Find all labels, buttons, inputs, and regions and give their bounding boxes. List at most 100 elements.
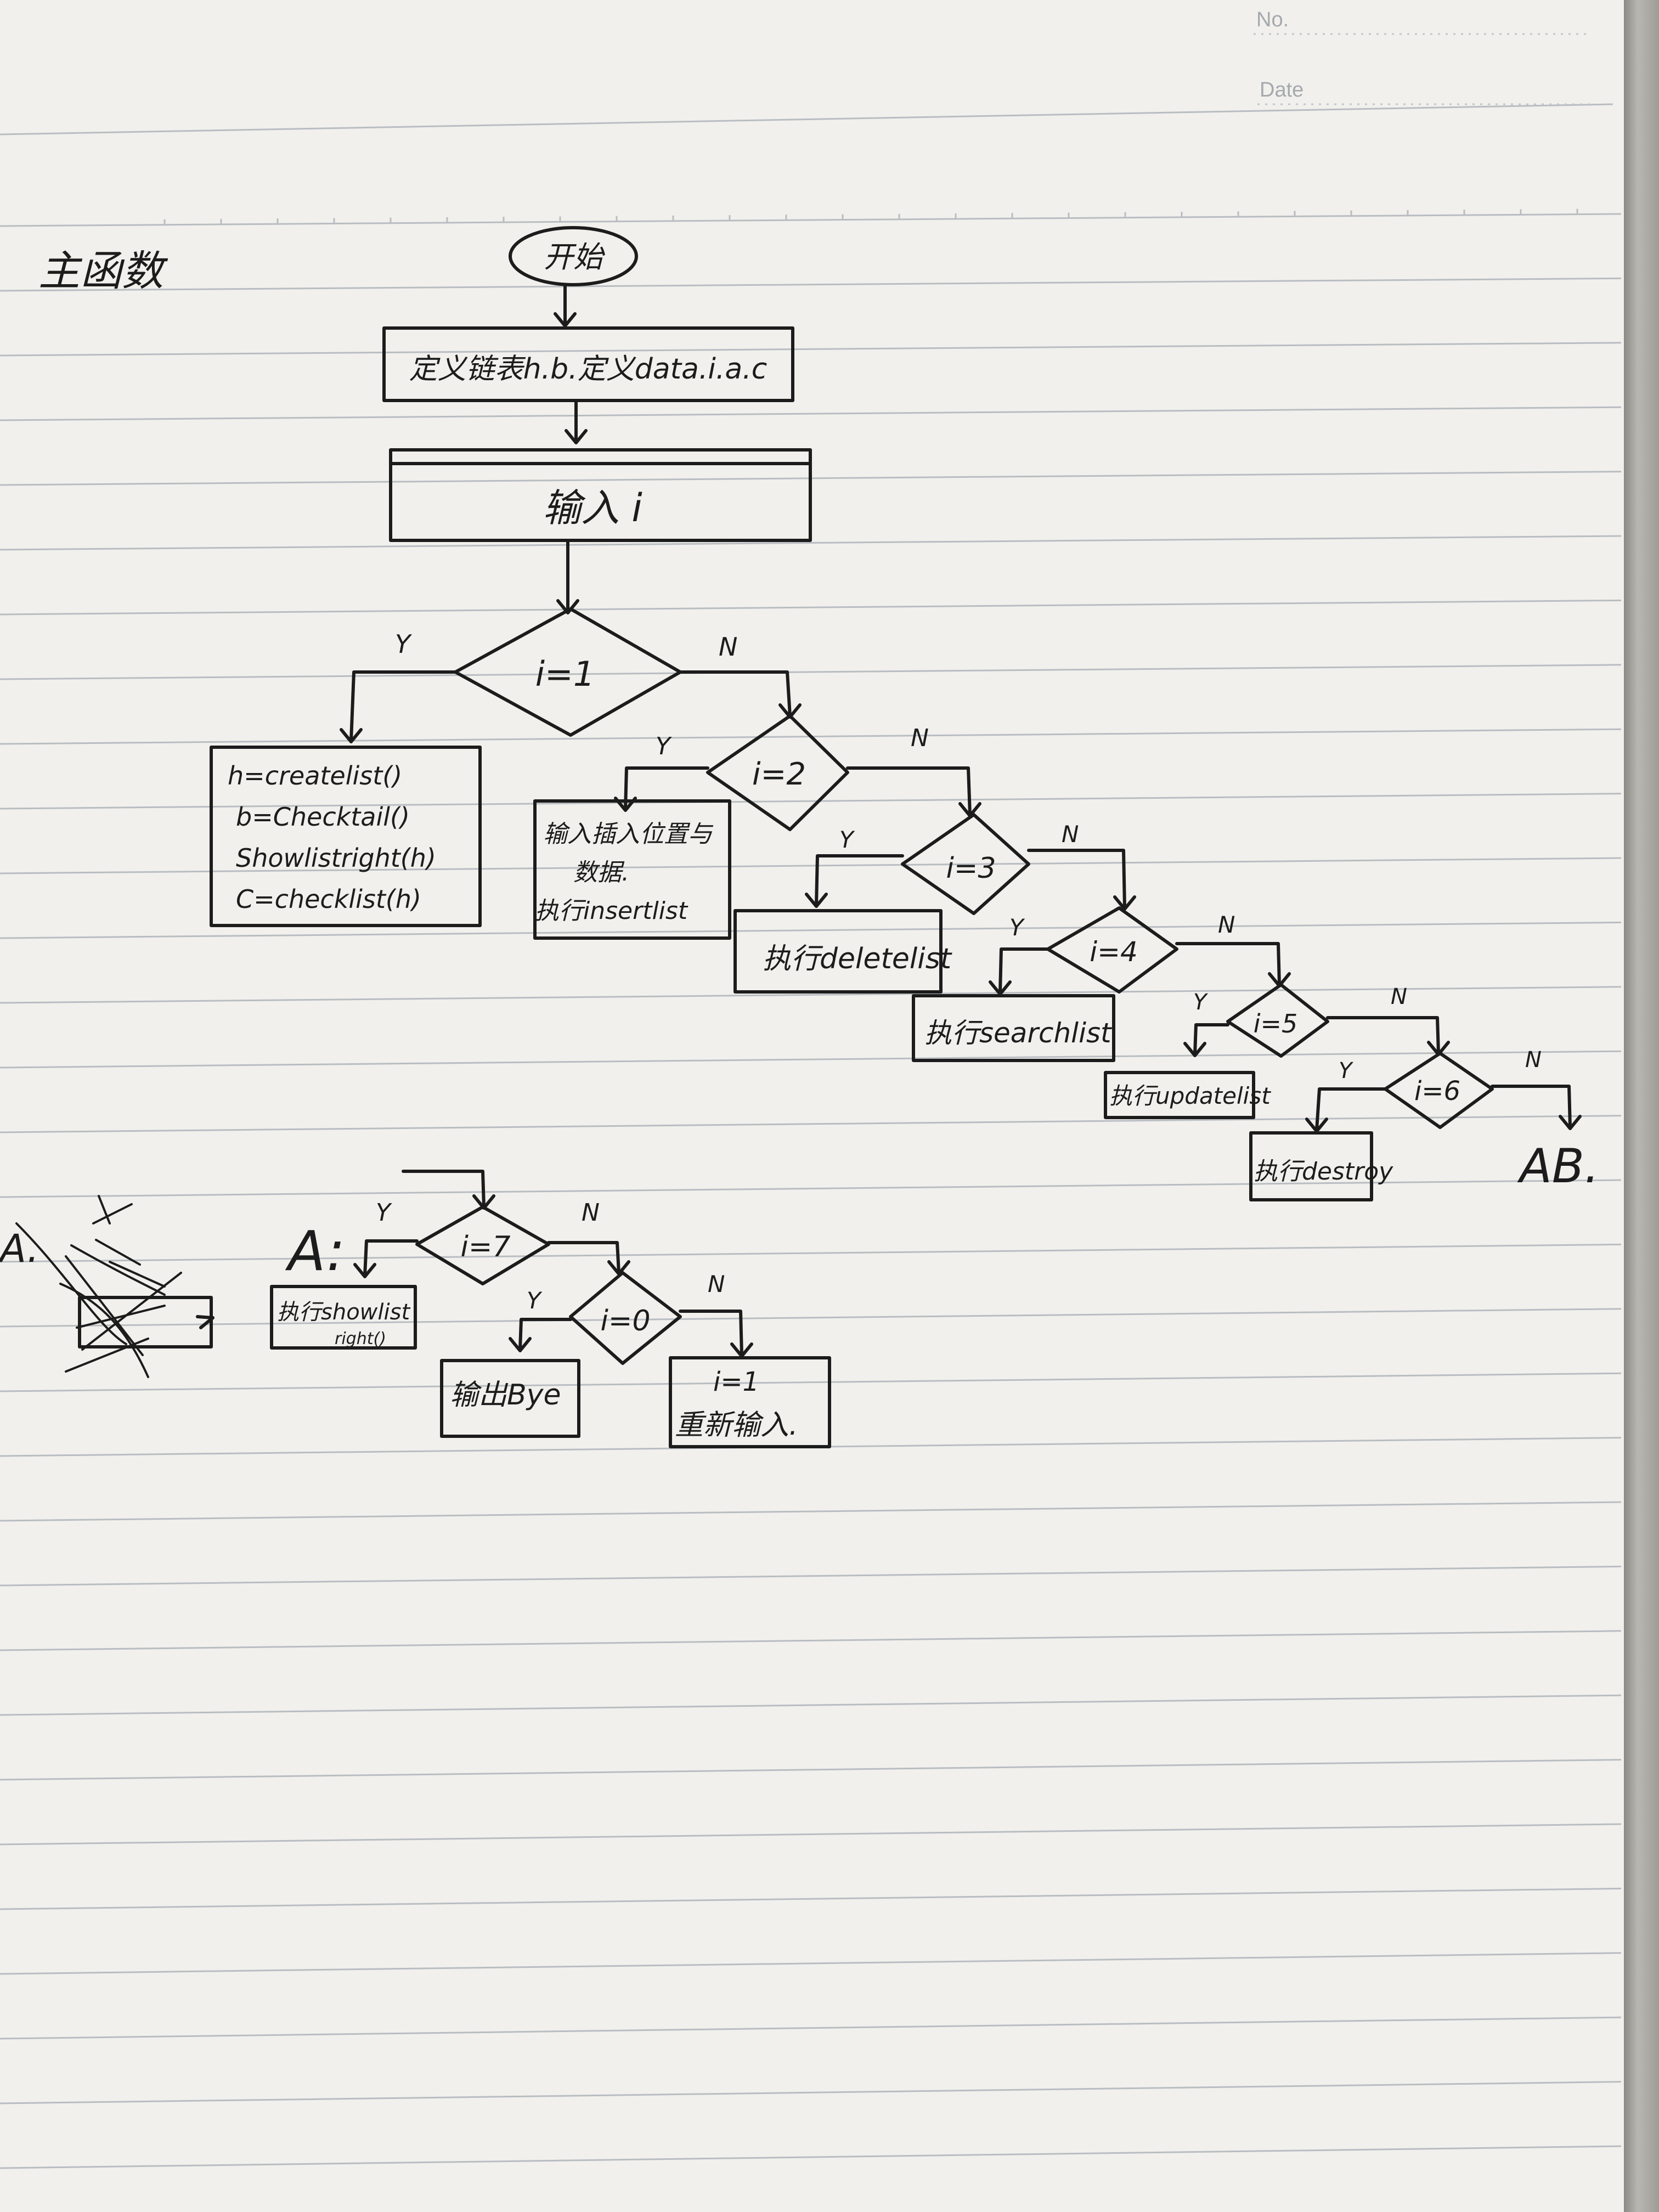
- box-bye: [440, 1359, 580, 1438]
- arrow-d5-no: [1326, 1016, 1440, 1055]
- box-insert: [533, 799, 731, 940]
- start-oval: [509, 226, 638, 286]
- d7-yes: Y: [376, 1199, 392, 1227]
- arrow-d1-no: [679, 670, 792, 718]
- ruled-line: [0, 342, 1622, 357]
- arrow-d1-yes: [349, 670, 457, 742]
- ruled-line: [0, 277, 1622, 292]
- decision-i7: [415, 1205, 550, 1285]
- d1-no: N: [719, 632, 737, 662]
- a-label: A:: [285, 1219, 345, 1283]
- decision-i1: [454, 607, 682, 737]
- d5-label: i=5: [1254, 1009, 1298, 1039]
- no-label: No.: [1256, 8, 1289, 31]
- b7-line2: right(): [335, 1329, 386, 1348]
- arrowhead: [509, 1337, 532, 1352]
- ruled-lines: [0, 103, 1622, 2169]
- arrowhead: [565, 429, 588, 444]
- ruled-line: [0, 1952, 1622, 1975]
- decision-i4: [1046, 906, 1178, 994]
- d1-yes: Y: [395, 629, 413, 659]
- box-showlist: [270, 1285, 417, 1350]
- input-label: 输入 i: [543, 486, 642, 531]
- ruled-line: [0, 1179, 1622, 1198]
- d2-yes: Y: [656, 732, 672, 760]
- ruled-line: [0, 793, 1622, 810]
- d3-yes: Y: [839, 826, 855, 853]
- re-line1: i=1: [713, 1367, 759, 1397]
- box-destroy: [1249, 1131, 1373, 1201]
- bye-label: 输出Bye: [450, 1379, 561, 1412]
- d3-no: N: [1062, 821, 1079, 848]
- b3-label: 执行deletelist: [763, 943, 952, 975]
- decision-i6: [1384, 1052, 1494, 1129]
- ruled-line: [0, 2081, 1622, 2104]
- d6-no: N: [1525, 1047, 1542, 1073]
- arrowhead: [1113, 895, 1136, 911]
- arrow-d2-no: [846, 766, 972, 816]
- input-box: [389, 448, 812, 542]
- ruled-line: [0, 1630, 1622, 1651]
- b1-line2: b=Checktail(): [236, 802, 410, 832]
- ruled-line: [0, 1887, 1622, 1910]
- b1-line3: Showlistright(h): [236, 843, 436, 873]
- d1-label: i=1: [535, 654, 595, 694]
- ruled-line: [0, 103, 1613, 136]
- decision-i5: [1226, 983, 1329, 1058]
- arrowhead: [556, 599, 579, 614]
- decision-i2: [706, 714, 849, 831]
- d6-label: i=6: [1414, 1076, 1460, 1107]
- ruled-line: [0, 1759, 1622, 1781]
- b7-line1: 执行showlist: [277, 1300, 410, 1325]
- start-label: 开始: [544, 240, 605, 274]
- declare-box: [382, 326, 794, 402]
- arrow-d3-no: [1027, 849, 1126, 910]
- ruled-line: [0, 1243, 1622, 1263]
- ruled-line: [0, 1565, 1622, 1587]
- d7-label: i=7: [460, 1231, 510, 1263]
- arrowhead: [1559, 1115, 1582, 1130]
- ruled-line: [0, 921, 1622, 939]
- ruled-line: [0, 1694, 1622, 1716]
- box-reinput: [669, 1356, 831, 1448]
- decision-i0: [569, 1271, 682, 1365]
- ruled-line: [0, 406, 1622, 421]
- arrow-d7-no: [547, 1241, 620, 1274]
- b1-line1: h=createlist(): [228, 761, 402, 791]
- decision-i3: [901, 813, 1030, 915]
- d4-no: N: [1218, 911, 1235, 938]
- arrowhead: [554, 312, 577, 328]
- d5-yes: Y: [1193, 990, 1209, 1015]
- ruled-line: [0, 857, 1622, 874]
- arrow-d6-yes: [1315, 1087, 1387, 1132]
- box-delete: [733, 909, 943, 994]
- arrow-d7-yes: [363, 1239, 419, 1277]
- d3-label: i=3: [946, 852, 996, 885]
- b2-line2: 数据.: [573, 859, 629, 887]
- b1-line4: C=checklist(h): [236, 884, 421, 914]
- d7-no: N: [582, 1199, 600, 1227]
- d2-label: i=2: [752, 757, 806, 792]
- arrow-d6-no: [1491, 1085, 1572, 1129]
- ruled-line: [0, 1115, 1622, 1133]
- ruled-line: [0, 599, 1622, 616]
- arrowhead: [340, 728, 363, 743]
- ruled-line: [0, 213, 1622, 227]
- ruled-line: [0, 1050, 1622, 1069]
- notebook-edge: [1624, 0, 1659, 2212]
- ruled-line: [0, 1501, 1622, 1522]
- scribble-crossed-out: A.: [0, 1195, 215, 1378]
- b4-label: 执行searchlist: [924, 1017, 1113, 1049]
- ruled-line: [0, 664, 1622, 680]
- ruled-line: [0, 1372, 1622, 1392]
- arrowhead: [1183, 1042, 1206, 1057]
- scribble-label: A.: [0, 1226, 39, 1271]
- arrowhead: [805, 893, 828, 908]
- box-update: [1104, 1071, 1255, 1119]
- b5-label: 执行updatelist: [1109, 1082, 1271, 1109]
- d4-label: i=4: [1090, 936, 1138, 968]
- box-create: [210, 746, 482, 927]
- ruled-line: [0, 1823, 1622, 1846]
- arrow-d4-no: [1175, 942, 1281, 986]
